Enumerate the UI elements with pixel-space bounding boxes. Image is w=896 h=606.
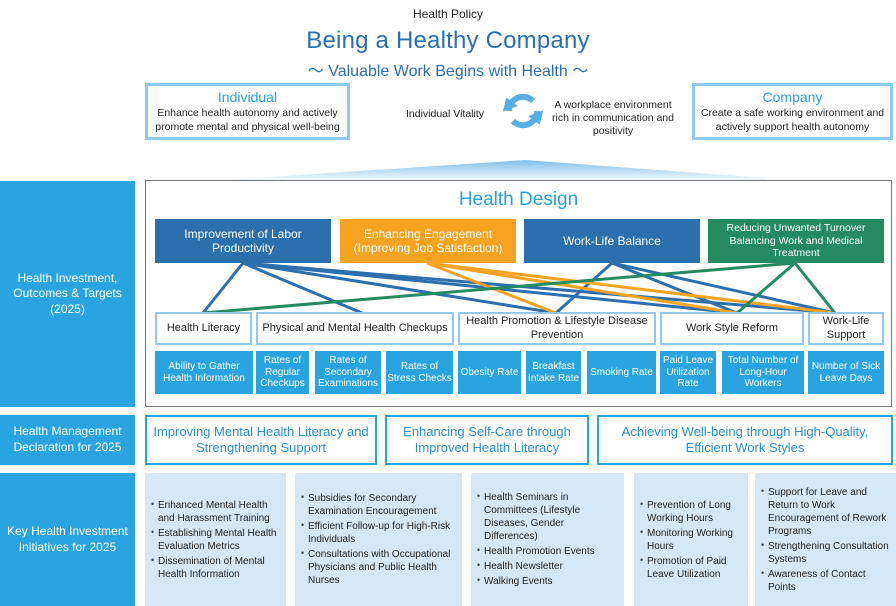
metric-item: Number of Sick Leave Days (808, 351, 884, 394)
initiative-item: Dissemination of Mental Health Informati… (151, 555, 280, 581)
initiative-item: Awareness of Contact Points (761, 568, 890, 594)
initiative-item: Subsidies for Secondary Examination Enco… (301, 492, 456, 518)
initiative-item: Support for Leave and Return to Work Enc… (761, 486, 890, 538)
initiative-item: Monitoring Working Hours (640, 527, 742, 553)
company-box: Company Create a safe working environmen… (692, 83, 893, 140)
initiative-group: Prevention of Long Working HoursMonitori… (634, 473, 748, 606)
goal-reducing-turnover: Reducing Unwanted Turnover Balancing Wor… (708, 219, 884, 263)
initiative-group: Support for Leave and Return to Work Enc… (755, 473, 896, 606)
connection-line (426, 261, 836, 315)
initiative-item: Consultations with Occupational Physicia… (301, 548, 456, 587)
connection-line (202, 261, 796, 315)
connection-line (793, 262, 837, 314)
page-subtitle: 〜 Valuable Work Begins with Health 〜 (307, 63, 589, 80)
initiative-item: Health Seminars in Committees (Lifestyle… (477, 491, 618, 543)
metric-item: Rates of Regular Checkups (256, 351, 309, 394)
cycle-arrows-icon (502, 93, 544, 129)
metric-item: Total Number of Long-Hour Workers (722, 351, 804, 394)
initiative-item: Establishing Mental Health Evaluation Me… (151, 527, 280, 553)
health-design-title: Health Design (458, 189, 579, 210)
domain-work-style-reform: Work Style Reform (660, 312, 804, 345)
initiative-group: Subsidies for Secondary Examination Enco… (295, 473, 462, 606)
goal-work-life-balance: Work-Life Balance (524, 219, 700, 263)
initiative-item: Promotion of Paid Leave Utilization (640, 555, 742, 581)
connection-line (736, 261, 796, 315)
connection-line (611, 261, 738, 315)
metric-item: Breakfast Intake Rate (526, 351, 581, 394)
metric-item: Rates of Stress Checks (386, 351, 453, 394)
domain-health-literacy: Health Literacy (155, 312, 252, 345)
initiative-item: Health Newsletter (477, 560, 618, 573)
initiative-item: Prevention of Long Working Hours (640, 499, 742, 525)
connection-line (201, 262, 245, 314)
page-title: Being a Healthy Company (306, 27, 590, 54)
individual-description: Enhance health autonomy and actively pro… (155, 107, 340, 133)
company-description: Create a safe working environment and ac… (700, 107, 885, 133)
metric-item: Rates of Secondary Examinations (315, 351, 381, 394)
metric-item: Obesity Rate (458, 351, 521, 394)
connection-line (242, 261, 836, 315)
individual-box: Individual Enhance health autonomy and a… (145, 83, 350, 140)
row-label-investment: Health Investment, Outcomes & Targets (2… (0, 181, 135, 407)
goal-engagement: Enhancing Engagement (Improving Job Sati… (340, 219, 516, 263)
declaration-mental-health: Improving Mental Health Literacy and Str… (145, 415, 377, 465)
initiative-item: Strengthening Consultation Systems (761, 540, 890, 566)
connection-line (611, 261, 836, 315)
metric-item: Ability to Gather Health Information (155, 351, 253, 394)
metric-item: Smoking Rate (587, 351, 656, 394)
domain-work-life-support: Work-Life Support (808, 312, 884, 345)
workplace-environment-label: A workplace environment rich in communic… (552, 99, 674, 138)
declaration-work-styles: Achieving Well-being through High-Qualit… (597, 415, 893, 465)
row-label-declaration: Health Management Declaration for 2025 (0, 415, 135, 465)
company-title: Company (762, 89, 823, 106)
connection-line (242, 261, 363, 315)
domain-checkups: Physical and Mental Health Checkups (256, 312, 454, 345)
initiative-item: Walking Events (477, 575, 618, 588)
individual-vitality-label: Individual Vitality (405, 108, 485, 120)
initiative-group: Enhanced Mental Health and Harassment Tr… (145, 473, 286, 606)
initiative-group: Health Seminars in Committees (Lifestyle… (471, 473, 624, 606)
domain-health-promotion: Health Promotion & Lifestyle Disease Pre… (458, 312, 656, 345)
policy-label: Health Policy (412, 7, 484, 21)
metric-item: Paid Leave Utilization Rate (660, 351, 716, 394)
goal-labor-productivity: Improvement of Labor Productivity (155, 219, 331, 263)
row-label-initiatives: Key Health Investment Initiatives for 20… (0, 473, 135, 606)
connection-line (426, 261, 738, 315)
individual-title: Individual (217, 89, 278, 106)
declaration-self-care: Enhancing Self-Care through Improved Hea… (385, 415, 589, 465)
initiative-item: Efficient Follow-up for High-Risk Indivi… (301, 520, 456, 546)
connection-line (242, 261, 557, 315)
initiative-item: Health Promotion Events (477, 545, 618, 558)
initiative-item: Enhanced Mental Health and Harassment Tr… (151, 499, 280, 525)
roof-gradient (225, 160, 765, 182)
